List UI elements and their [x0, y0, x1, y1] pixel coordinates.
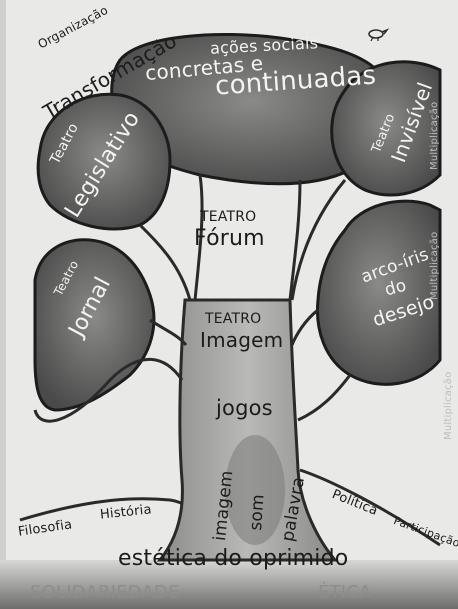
- label-teatro-imagem-small: TEATRO: [205, 312, 261, 326]
- label-teatro-imagem-big: Imagem: [200, 330, 283, 350]
- label-jogos: jogos: [216, 398, 273, 419]
- label-teatro-forum-big: Fórum: [194, 228, 265, 250]
- label-etica: ÉTICA: [318, 584, 372, 602]
- label-multiplicacao-1: Multiplicação: [430, 102, 440, 170]
- label-solidariedade: SOLIDARIEDADE: [30, 584, 180, 602]
- label-som-root: som: [248, 494, 267, 532]
- label-teatro-forum-small: TEATRO: [200, 210, 256, 224]
- label-multiplicacao-3: Multiplicação: [444, 372, 454, 440]
- label-multiplicacao-2: Multiplicação: [430, 232, 440, 300]
- label-estetica: estética do oprimido: [118, 548, 348, 570]
